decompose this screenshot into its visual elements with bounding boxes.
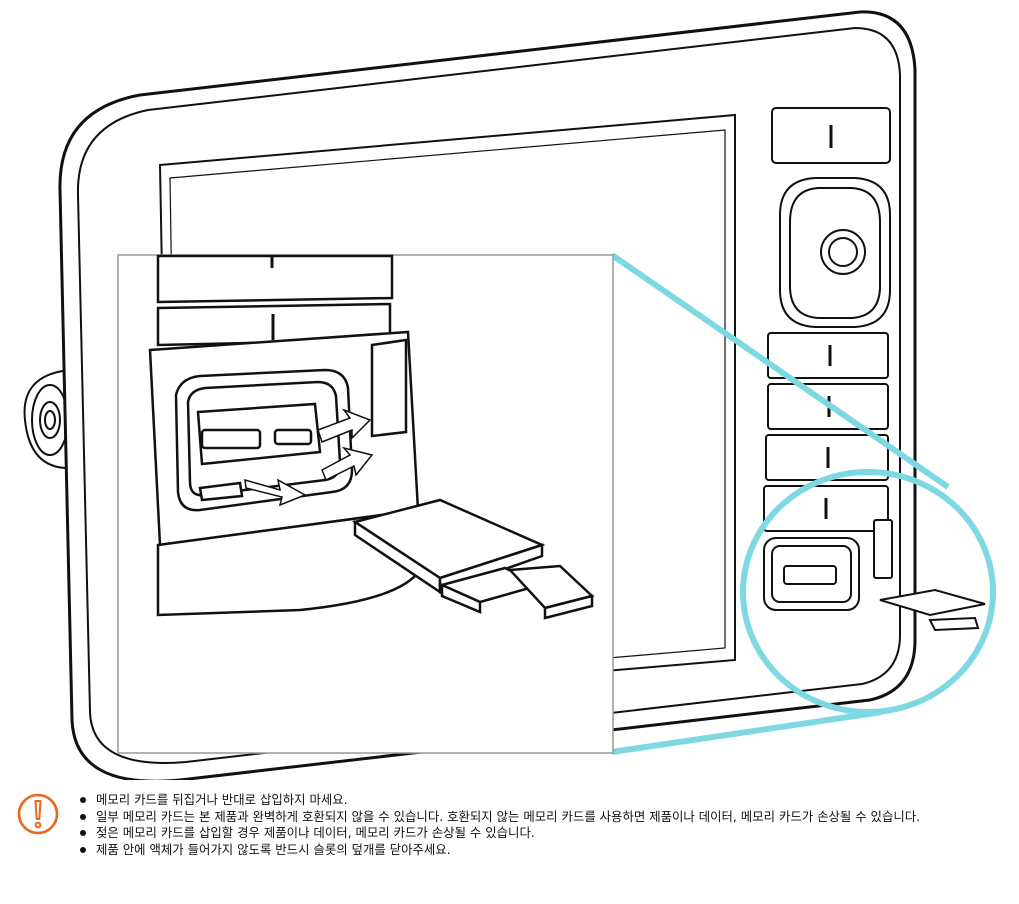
caution-note: 젖은 메모리 카드를 삽입할 경우 제품이나 데이터, 메모리 카드가 손상될 … bbox=[78, 825, 1013, 842]
caution-note: 일부 메모리 카드는 본 제품과 완벽하게 호환되지 않을 수 있습니다. 호환… bbox=[78, 809, 1013, 826]
zoom-highlight bbox=[610, 252, 996, 755]
caution-note: 제품 안에 액체가 들어가지 않도록 반드시 슬롯의 덮개를 닫아주세요. bbox=[78, 842, 1013, 859]
button-panel bbox=[763, 107, 986, 632]
warning-exclamation-icon bbox=[17, 793, 59, 835]
mount-knob bbox=[23, 368, 74, 470]
caution-notes-list: 메모리 카드를 뒤집거나 반대로 삽입하지 마세요. 일부 메모리 카드는 본 … bbox=[78, 792, 1013, 858]
caution-note: 메모리 카드를 뒤집거나 반대로 삽입하지 마세요. bbox=[78, 792, 1013, 809]
zoom-inset bbox=[117, 254, 614, 754]
device-memory-card-illustration bbox=[23, 10, 996, 780]
